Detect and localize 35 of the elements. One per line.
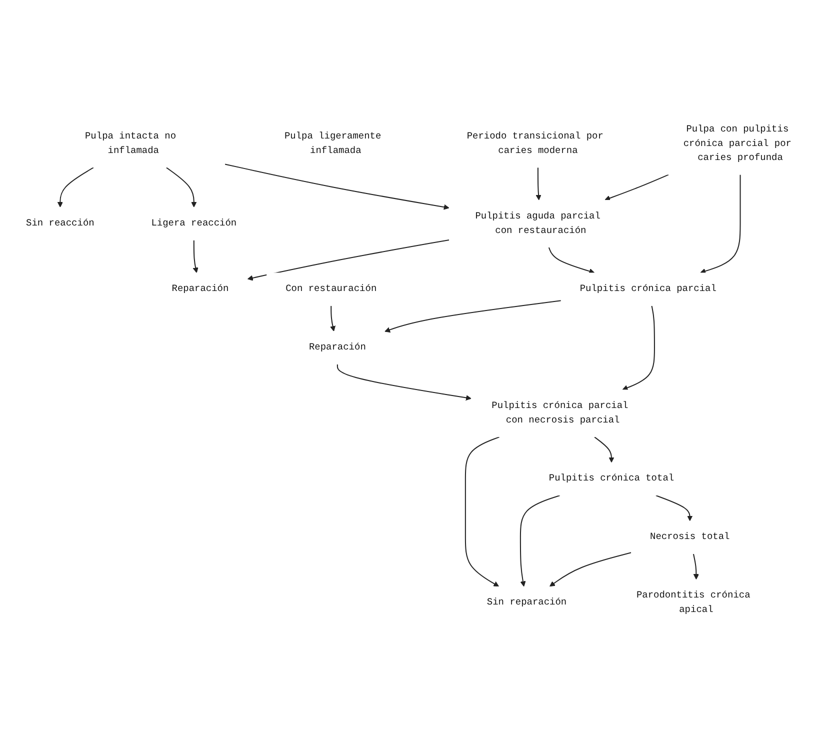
arrow [604,174,669,201]
arrow [700,174,741,274]
node-text: Periodo transicional por caries moderna [466,131,604,156]
arrow [692,554,699,580]
arrow [536,168,542,200]
arrow [548,247,595,274]
node-text: Parodontitis crónica apical [636,590,750,616]
arrow [594,436,614,463]
node-text: Ligera reacción [151,218,237,229]
arrow [166,167,197,208]
arrow [520,495,560,587]
node-text: Pulpa intacta no inflamada [84,131,176,156]
arrow [336,364,472,401]
arrow [57,167,94,208]
node-text: Pulpa ligeramente inflamada [284,131,382,156]
node-text: Reparación [308,342,366,353]
node-text: Pulpitis crónica parcial [580,284,716,294]
arrow [224,164,450,210]
arrow [550,552,632,587]
arrow [330,306,336,332]
arrow [247,240,450,281]
arrow [192,240,198,274]
arrow [656,495,693,522]
node-text: Pulpitis aguda parcial con restauración [475,210,600,236]
arrow [464,436,500,587]
node-text: Pulpitis crónica total [548,473,674,484]
node-text: Pulpitis crónica parcial con necrosis parcial [492,400,628,426]
node-text: Sin reacción [26,218,94,229]
node-text: Reparación [172,284,229,294]
arrow [384,300,561,333]
arrow [622,306,655,390]
node-text: Sin reparación [486,597,567,608]
node-text: Necrosis total [650,532,730,542]
node-text: Con restauración [286,284,377,294]
node-text: Pulpa con pulpitis crónica parcial por caries profunda [683,124,792,164]
